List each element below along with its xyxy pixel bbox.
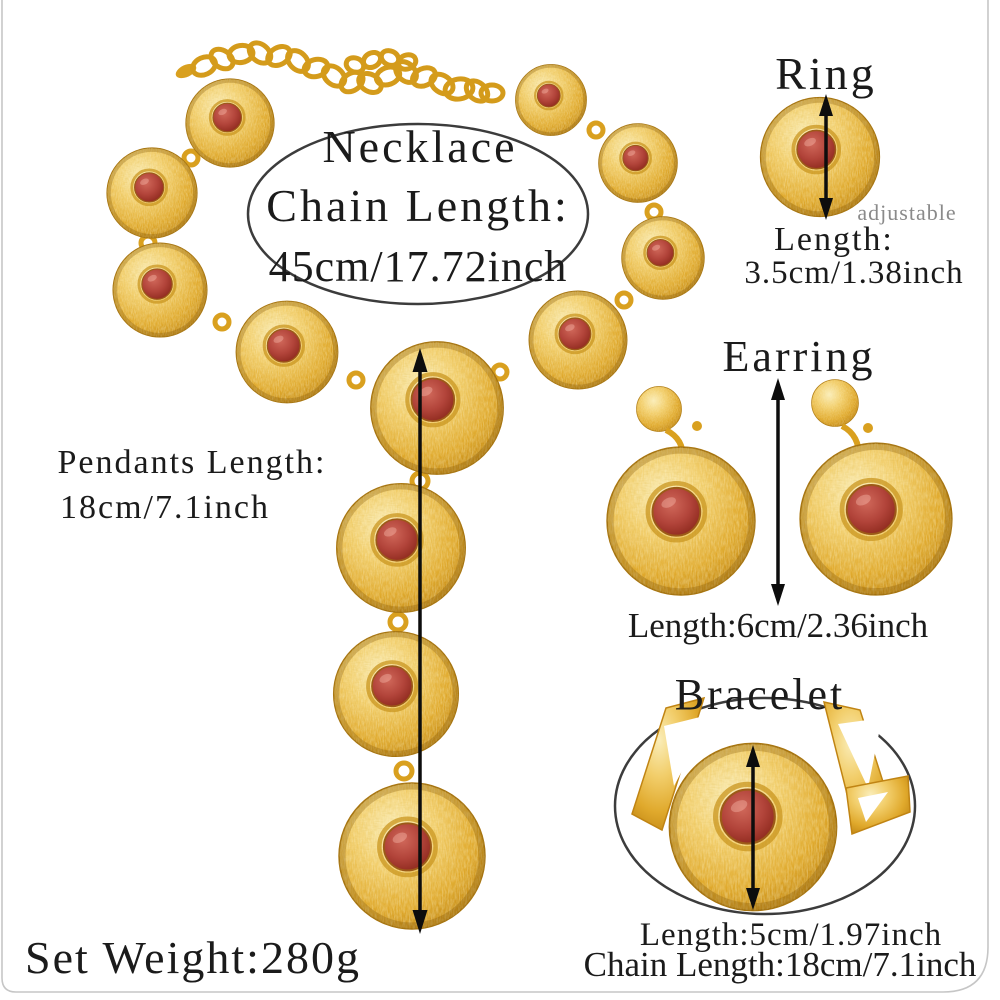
necklace-medallion <box>113 243 207 337</box>
bracelet-callout-oval <box>613 696 917 916</box>
measure-arrows <box>412 94 833 934</box>
ring-length-value: 3.5cm/1.38inch <box>744 255 964 291</box>
earring-length-value: Length:6cm/2.36inch <box>627 606 929 645</box>
pendants-length-value: 18cm/7.1inch <box>59 489 271 526</box>
earring-length-arrow <box>771 378 785 606</box>
necklace-callout-oval <box>246 122 590 306</box>
ring-size-arrow <box>819 94 833 220</box>
earring-title: Earring <box>722 332 876 381</box>
ring-adjustable-note: adjustable <box>857 200 957 225</box>
earring-stud <box>637 387 682 432</box>
necklace-chain-value: 45cm/17.72inch <box>268 242 568 291</box>
necklace-chain <box>175 40 506 104</box>
necklace-pendant-medallion <box>334 632 459 757</box>
necklace-medallion <box>515 64 586 135</box>
necklace-medallion <box>186 79 274 167</box>
necklace-title: Necklace <box>322 121 518 172</box>
necklace-center-medallion <box>371 342 503 474</box>
pendants-length-label: Pendants Length: <box>57 444 327 481</box>
necklace-medallion <box>107 148 197 238</box>
bracelet-size-arrow <box>746 745 760 910</box>
ring-length-label: Length: <box>774 221 894 258</box>
earrings <box>607 380 952 595</box>
necklace-medallion <box>529 291 627 389</box>
pendant-length-arrow <box>412 348 428 934</box>
necklace-pendant-medallion <box>339 783 485 929</box>
necklace-pendant-medallion <box>337 484 466 613</box>
earring-stud <box>812 380 859 427</box>
necklace-medallion <box>622 217 705 300</box>
necklace-medallion <box>236 301 338 403</box>
necklace <box>107 40 705 929</box>
necklace-medallion <box>599 124 678 203</box>
earring-medallion-left <box>607 447 755 595</box>
earring-medallion-right <box>800 443 952 595</box>
set-weight: Set Weight:280g <box>25 932 361 983</box>
bracelet-length-value: Length:5cm/1.97inch <box>639 917 943 953</box>
bracelet-chain-length: Chain Length:18cm/7.1inch <box>583 945 977 984</box>
necklace-chain-label: Chain Length: <box>266 180 570 231</box>
bracelet <box>631 696 911 911</box>
bracelet-title: Bracelet <box>674 670 846 719</box>
ring-title: Ring <box>775 48 877 99</box>
